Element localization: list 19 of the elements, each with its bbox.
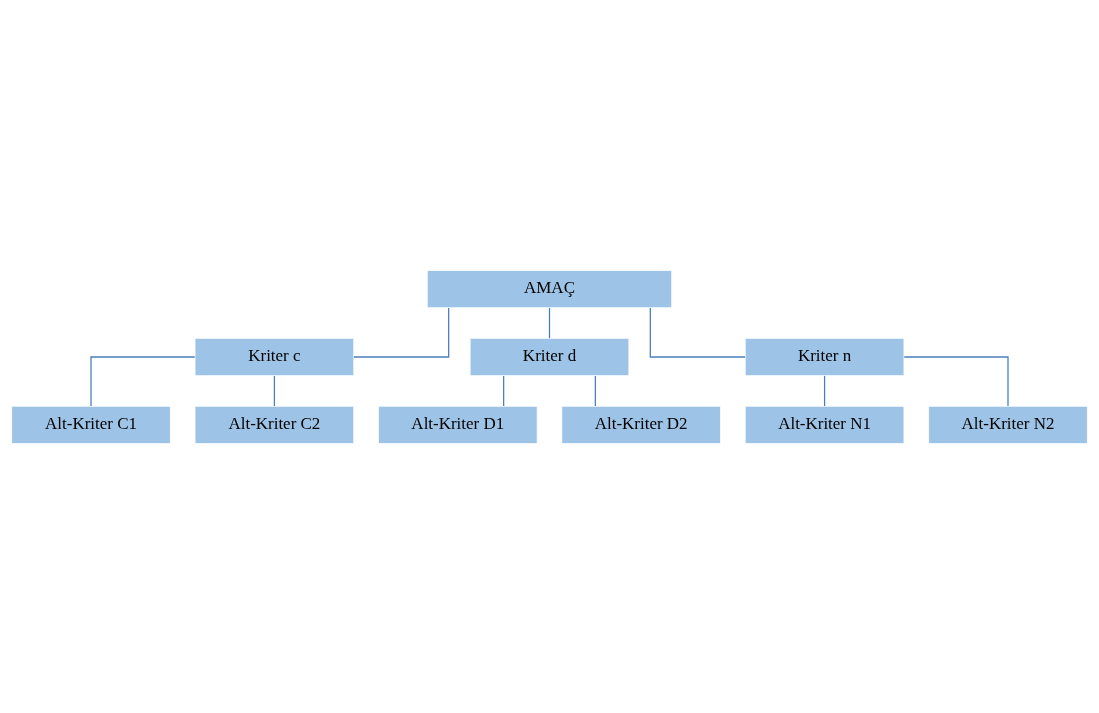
node-box: AMAÇ <box>426 269 673 308</box>
connector <box>548 306 551 339</box>
connector <box>273 374 276 407</box>
connector <box>823 374 826 407</box>
node-box: Alt-Kriter N2 <box>928 405 1088 444</box>
node-box: Kriter d <box>469 337 630 376</box>
connector <box>903 355 1009 407</box>
node-box: Kriter c <box>194 337 355 376</box>
node-box: Alt-Kriter C2 <box>194 405 355 444</box>
connector <box>353 306 450 358</box>
connector <box>90 355 196 407</box>
connector <box>503 374 505 407</box>
connector <box>649 306 746 358</box>
node-box: Alt-Kriter C1 <box>11 405 171 444</box>
node-box: Kriter n <box>744 337 905 376</box>
node-box: Alt-Kriter N1 <box>744 405 905 444</box>
node-box: Alt-Kriter D1 <box>378 405 538 444</box>
node-box: Alt-Kriter D2 <box>561 405 721 444</box>
connector <box>594 374 596 407</box>
